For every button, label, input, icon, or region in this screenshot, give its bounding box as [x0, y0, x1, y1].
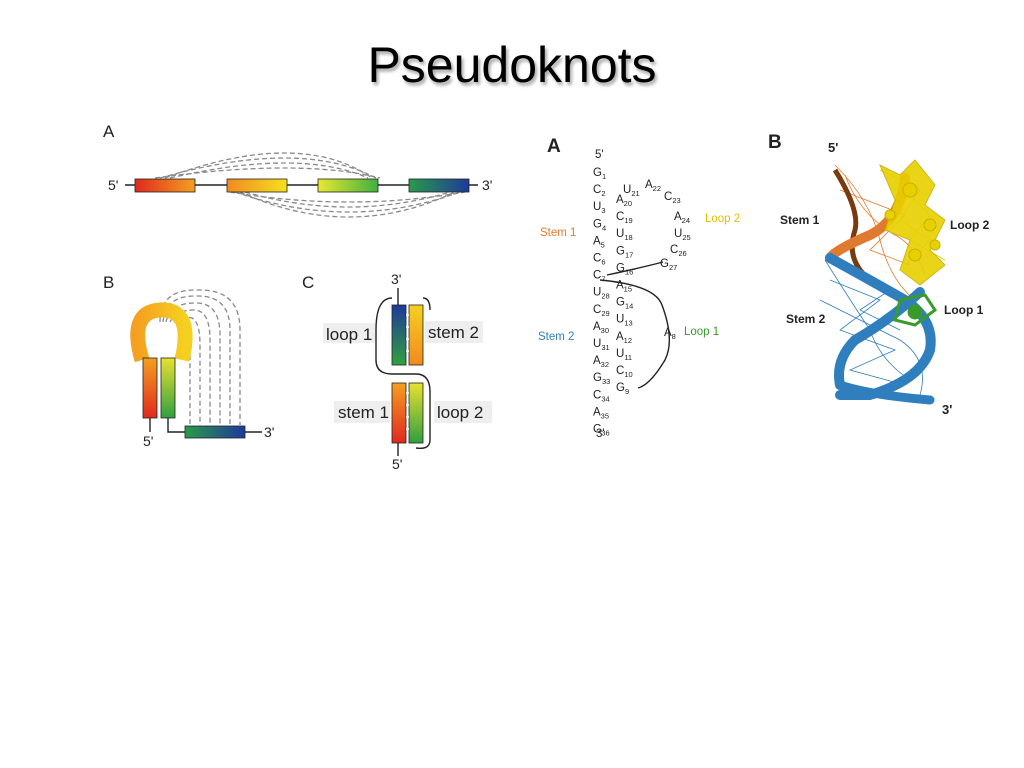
- five-prime-label: 5': [108, 177, 118, 193]
- loop1-label: loop 1: [326, 325, 372, 344]
- nucleotide: C29: [593, 304, 610, 318]
- dashed-pairing-arcs: [154, 152, 466, 218]
- slide-title: Pseudoknots: [367, 37, 657, 93]
- nucleotide: A12: [616, 331, 632, 345]
- nucleotide: G14: [616, 297, 633, 311]
- five-prime-label: 5': [143, 433, 153, 449]
- three-prime-label: 3': [482, 177, 492, 193]
- label-bg: [323, 323, 375, 343]
- stem1-label: stem 1: [338, 403, 389, 422]
- loop2-label: Loop 2: [705, 213, 740, 225]
- nucleotide: C10: [616, 365, 633, 379]
- label-bg: [334, 401, 390, 423]
- loop2-nucleotides: [879, 159, 946, 286]
- left-panel-a: A 5' 3': [103, 122, 492, 218]
- stem2-left-strand: [391, 304, 407, 366]
- nucleotide: A22: [645, 179, 661, 193]
- nucleotide: U13: [616, 314, 633, 328]
- stem1-right-strand: [408, 382, 424, 444]
- nucleotide: U31: [593, 338, 610, 352]
- five-prime-label: 5': [595, 149, 604, 161]
- nucleotide: C23: [664, 191, 681, 205]
- label-bg: [425, 321, 483, 343]
- panel-letter-b: B: [103, 273, 114, 292]
- stem-yellow-green: [160, 357, 176, 419]
- nucleotide: U18: [616, 228, 633, 242]
- panel-letter-b: B: [768, 132, 782, 153]
- segment-red-orange: [134, 178, 196, 193]
- nucleotide: A32: [593, 355, 609, 369]
- loop2-label: loop 2: [437, 403, 483, 422]
- panel-letter-a: A: [103, 122, 115, 141]
- nucleotide: A24: [674, 211, 690, 225]
- loop1-base: A8: [664, 327, 676, 341]
- stem-pair-ticks: [406, 314, 409, 430]
- nucleotide: C26: [670, 244, 687, 258]
- nucleotide: C6: [593, 253, 605, 267]
- three-prime-label: 3': [942, 402, 952, 417]
- segment-orange-yellow: [226, 178, 288, 193]
- nucleotide: G17: [616, 245, 633, 259]
- sequence-left-column: G1C2U3G4A5C6C7U28C29A30U31A32G33C34A35C3…: [593, 167, 610, 438]
- nucleotide: C19: [616, 211, 633, 225]
- nucleotide: A5: [593, 235, 605, 249]
- nucleotide: U28: [593, 287, 610, 301]
- three-prime-label: 3': [264, 424, 274, 440]
- label-bg: [434, 401, 492, 423]
- three-prime-tail: [835, 380, 935, 405]
- stem1-label: Stem 1: [540, 227, 576, 239]
- loop1-label: Loop 1: [944, 303, 984, 317]
- left-panel-b: B 5' 3': [103, 273, 274, 449]
- stem2-label: stem 2: [428, 323, 479, 342]
- nucleotide: A20: [616, 194, 632, 208]
- stem2-label: Stem 2: [786, 312, 826, 326]
- nucleotide: U3: [593, 201, 605, 215]
- right-panel-b: B 5' 3' Stem 1 Stem 2 Loop: [768, 132, 990, 417]
- loop1-label: Loop 1: [684, 326, 719, 338]
- nucleotide: G9: [616, 382, 629, 396]
- hairpin-loop: [130, 302, 193, 363]
- nucleotide: U21: [623, 184, 640, 198]
- nucleotide: C2: [593, 184, 605, 198]
- stem1-backbone-dark: [832, 168, 872, 282]
- five-prime-label: 5': [828, 140, 838, 155]
- segment-green-blue: [408, 178, 470, 193]
- segment-green-blue: [184, 425, 246, 439]
- nucleotide: G33: [593, 372, 610, 386]
- stem2-backbone: [825, 253, 936, 400]
- nucleotide: A30: [593, 321, 609, 335]
- loop2-label: Loop 2: [950, 218, 990, 232]
- nucleotide: G4: [593, 218, 606, 232]
- stem2-label: Stem 2: [538, 331, 574, 343]
- nucleotide: G27: [660, 258, 677, 272]
- nucleotide: C7: [593, 270, 605, 284]
- nucleotide: U11: [616, 348, 632, 362]
- nucleotide: C34: [593, 389, 610, 403]
- nucleotide: A8: [664, 327, 676, 341]
- segment-yellow-green: [317, 178, 379, 193]
- loop1-nucleotides: [893, 293, 938, 327]
- nucleotide: G1: [593, 167, 606, 181]
- left-panel-c: C 3' loop 1 stem 2 stem 1 loop 2 5': [302, 271, 492, 472]
- three-prime-label: 3': [596, 428, 605, 440]
- nucleotide: U25: [674, 228, 691, 242]
- stem2-backbone-back: [834, 287, 925, 390]
- stem1-label: Stem 1: [780, 213, 820, 227]
- five-prime-label: 5': [392, 456, 402, 472]
- stem1-left-strand: [391, 382, 407, 444]
- right-panel-a: A 5' G1C2U3G4A5C6C7U28C29A30U31A32G33C34…: [538, 136, 740, 440]
- nucleotide: A15: [616, 280, 632, 294]
- panel-letter-c: C: [302, 273, 314, 292]
- stem2-right-strand: [408, 304, 424, 366]
- three-prime-label: 3': [391, 271, 401, 287]
- nucleotide: A35: [593, 406, 609, 420]
- panel-letter-a: A: [547, 136, 561, 157]
- stem-red-orange: [142, 357, 158, 419]
